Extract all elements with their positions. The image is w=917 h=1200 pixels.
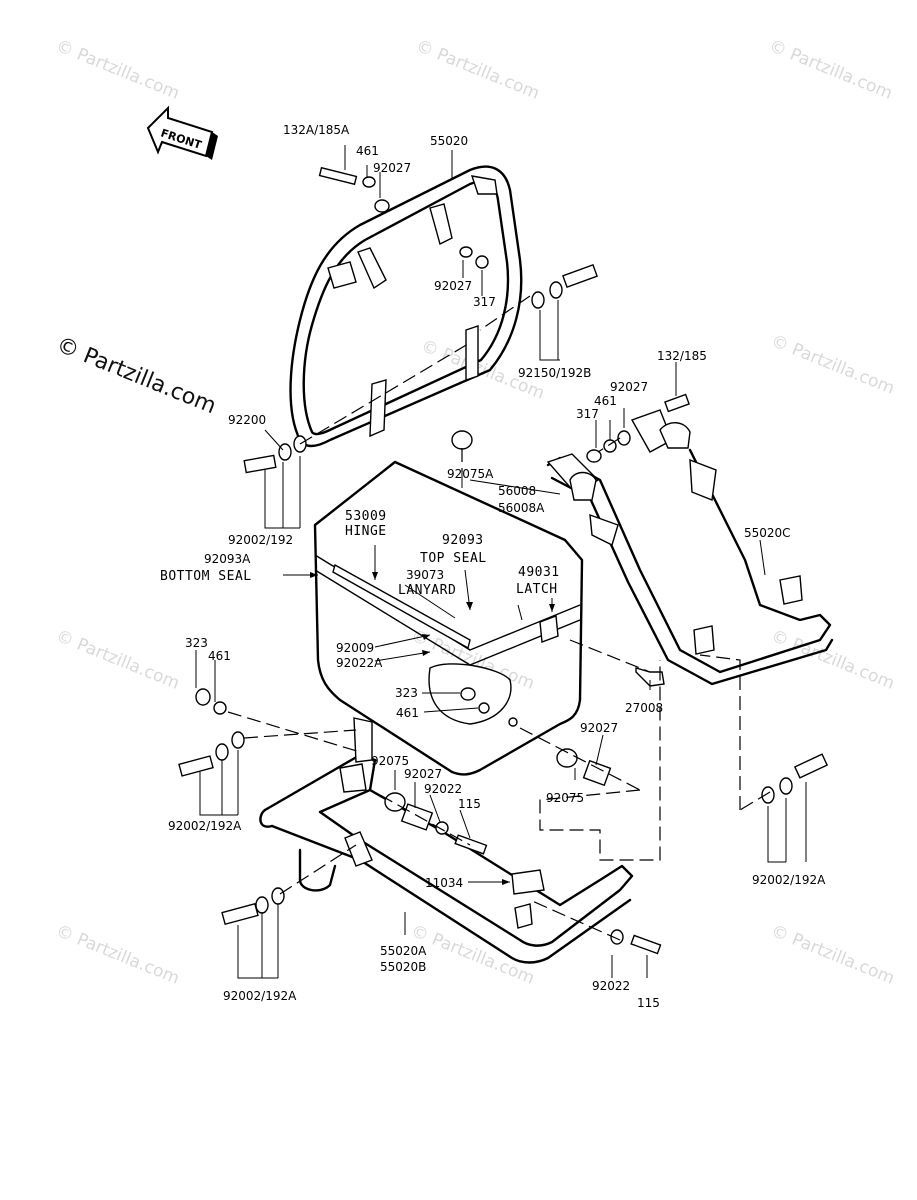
label-92027: 92027 xyxy=(610,380,648,394)
label-55020c: 55020C xyxy=(744,526,791,540)
main-watermark: © Partzilla.com xyxy=(53,332,220,419)
label-11034: 11034 xyxy=(425,876,463,890)
label-461: 461 xyxy=(356,144,379,158)
label-92002-192: 92002/192 xyxy=(228,533,293,547)
label-92027: 92027 xyxy=(373,161,411,175)
label-39073: 39073 xyxy=(406,568,444,582)
label-92075a: 92075A xyxy=(447,467,494,481)
label-461: 461 xyxy=(396,706,419,720)
label-317: 317 xyxy=(576,407,599,421)
label-55020a: 55020A xyxy=(380,944,427,958)
label-92022a: 92022A xyxy=(336,656,383,670)
label-top-seal: TOP SEAL xyxy=(420,551,487,566)
label-92022: 92022 xyxy=(424,782,462,796)
label-92027: 92027 xyxy=(580,721,618,735)
watermark: © Partzilla.com xyxy=(53,626,182,694)
bolt-132a xyxy=(318,166,489,269)
watermark: © Partzilla.com xyxy=(766,36,895,104)
lower-hardware xyxy=(178,688,662,955)
bolt-set-right xyxy=(761,753,829,804)
label-323: 323 xyxy=(395,686,418,700)
label-461: 461 xyxy=(208,649,231,663)
watermark: © Partzilla.com xyxy=(768,626,897,694)
label-92075: 92075 xyxy=(546,791,584,805)
label-92093: 92093 xyxy=(442,533,484,548)
frame-55020a xyxy=(259,717,634,964)
watermark: © Partzilla.com xyxy=(768,921,897,989)
label-115: 115 xyxy=(458,797,481,811)
label-lanyard: LANYARD xyxy=(398,583,456,598)
label-92027: 92027 xyxy=(404,767,442,781)
guide-lines xyxy=(227,295,771,941)
label-55020b: 55020B xyxy=(380,960,426,974)
label-bottom-seal: BOTTOM SEAL xyxy=(160,569,252,584)
leader-lines xyxy=(195,145,807,979)
label-92150-192b: 92150/192B xyxy=(518,366,591,380)
label-323: 323 xyxy=(185,636,208,650)
label-92002-192a: 92002/192A xyxy=(752,873,826,887)
label-92093a: 92093A xyxy=(204,552,251,566)
label-55020: 55020 xyxy=(430,134,468,148)
label-92027: 92027 xyxy=(434,279,472,293)
label-115: 115 xyxy=(637,996,660,1010)
label-92002-192a: 92002/192A xyxy=(223,989,297,1003)
frame-55020 xyxy=(289,165,523,448)
label-132a-185a: 132A/185A xyxy=(283,123,350,137)
label-49031: 49031 xyxy=(518,565,560,580)
label-hinge: HINGE xyxy=(345,524,387,539)
watermark: © Partzilla.com xyxy=(413,36,542,104)
side-case xyxy=(313,460,584,776)
label-27008: 27008 xyxy=(625,701,663,715)
label-53009: 53009 xyxy=(345,509,387,524)
label-317: 317 xyxy=(473,295,496,309)
label-92022: 92022 xyxy=(592,979,630,993)
part-labels: 132A/185A 461 55020 92027 92027 317 9215… xyxy=(160,123,826,1010)
leader-arrows xyxy=(310,572,555,885)
front-arrow: FRONT xyxy=(146,105,218,160)
label-56008: 56008 xyxy=(498,484,536,498)
watermark: © Partzilla.com xyxy=(53,921,182,989)
label-461: 461 xyxy=(594,394,617,408)
grommet-92075a xyxy=(451,430,473,450)
watermark: © Partzilla.com xyxy=(768,331,897,399)
label-56008a: 56008A xyxy=(498,501,545,515)
bolt-92150 xyxy=(531,263,598,309)
label-132-185: 132/185 xyxy=(657,349,707,363)
label-92002-192a: 92002/192A xyxy=(168,819,242,833)
label-92200: 92200 xyxy=(228,413,266,427)
label-latch: LATCH xyxy=(516,582,558,597)
label-92075: 92075 xyxy=(371,754,409,768)
label-92009: 92009 xyxy=(336,641,374,655)
watermark: © Partzilla.com xyxy=(53,36,182,104)
